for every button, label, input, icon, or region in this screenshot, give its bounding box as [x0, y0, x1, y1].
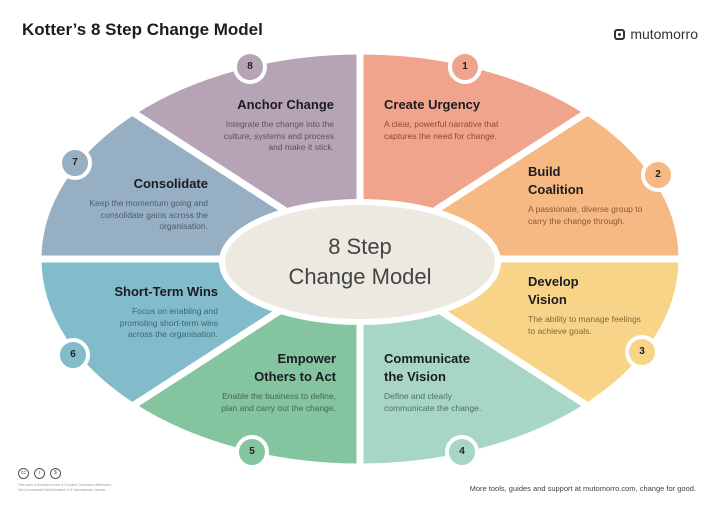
- step-title-line-1: Communicate: [384, 351, 470, 366]
- step-description: A passionate, diverse group to carry the…: [528, 204, 643, 226]
- step-title-line-2: Others to Act: [254, 369, 336, 384]
- step-description: Define and clearly communicate the chang…: [384, 391, 482, 413]
- step-title-line-1: Short-Term Wins: [114, 284, 218, 299]
- step-description: The ability to manage feelings to achiev…: [528, 314, 641, 336]
- step-description: Enable the business to define, plan and …: [221, 391, 336, 413]
- step-title: Consolidate: [58, 175, 208, 193]
- step-1: Create Urgency A clear, powerful narrati…: [384, 96, 534, 142]
- step-title-line-2: Coalition: [528, 182, 584, 197]
- step-number-badge: 6: [56, 338, 90, 372]
- step-title-line-1: Create Urgency: [384, 97, 481, 112]
- brand-name: mutomorro: [630, 26, 698, 42]
- step-title: Anchor Change: [184, 96, 334, 114]
- step-title: Communicate the Vision: [384, 350, 534, 386]
- step-description: Focus on enabling and promoting short-te…: [119, 306, 218, 339]
- step-description: Keep the momentum going and consolidate …: [89, 198, 208, 231]
- step-title-line-1: Empower: [277, 351, 336, 366]
- step-title-line-1: Anchor Change: [237, 97, 334, 112]
- center-ellipse: [219, 199, 501, 325]
- step-4: Communicate the Vision Define and clearly…: [384, 350, 534, 414]
- nc-icon: $: [50, 468, 61, 479]
- center-line-2: Change Model: [288, 264, 432, 289]
- step-description: Integrate the change into the culture, s…: [223, 119, 334, 152]
- step-6: Short-Term Wins Focus on enabling and pr…: [68, 283, 218, 341]
- step-7: Consolidate Keep the momentum going and …: [58, 175, 208, 233]
- step-8: Anchor Change Integrate the change into …: [184, 96, 334, 154]
- step-title-line-2: Vision: [528, 292, 567, 307]
- step-title-line-1: Build: [528, 164, 561, 179]
- step-description: A clear, powerful narrative that capture…: [384, 119, 499, 141]
- step-number-badge: 7: [58, 146, 92, 180]
- footer-tagline: More tools, guides and support at mutomo…: [469, 484, 696, 493]
- step-title-line-1: Consolidate: [133, 176, 208, 191]
- cc-icon: cc: [18, 468, 29, 479]
- step-number-badge: 5: [235, 435, 269, 469]
- license-text: This work is licensed under a Creative C…: [18, 483, 112, 492]
- step-number-badge: 3: [625, 335, 659, 369]
- step-number-badge: 2: [641, 158, 675, 192]
- step-number-badge: 4: [445, 435, 479, 469]
- step-title-line-2: the Vision: [384, 369, 446, 384]
- center-label: 8 Step Change Model: [225, 203, 495, 321]
- center-line-1: 8 Step: [328, 234, 392, 259]
- step-title: Short-Term Wins: [68, 283, 218, 301]
- step-title-line-1: Develop: [528, 274, 579, 289]
- license-block: cc i $ This work is licensed under a Cre…: [18, 468, 128, 493]
- brand-logo: mutomorro: [614, 26, 698, 42]
- by-icon: i: [34, 468, 45, 479]
- step-number-badge: 8: [233, 50, 267, 84]
- step-number-badge: 1: [448, 50, 482, 84]
- mutomorro-logo-icon: [614, 28, 626, 40]
- step-title: Create Urgency: [384, 96, 534, 114]
- page-title: Kotter’s 8 Step Change Model: [22, 20, 263, 39]
